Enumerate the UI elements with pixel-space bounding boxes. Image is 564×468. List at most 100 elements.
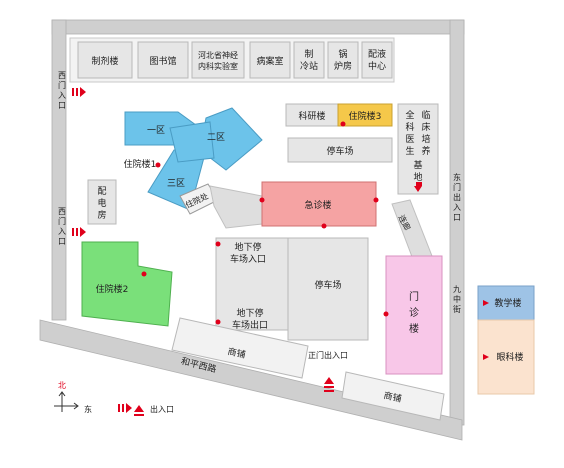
east-gate-label: 东 门 出 入 口 xyxy=(453,172,461,222)
svg-text:口: 口 xyxy=(453,213,461,222)
neuro-lab-building[interactable] xyxy=(191,41,245,79)
neuro-lab-label-1: 河北省神经 xyxy=(198,50,238,60)
svg-text:门: 门 xyxy=(453,182,461,192)
south-gate-label: 正门出入口 xyxy=(308,350,348,360)
svg-text:基: 基 xyxy=(413,159,422,171)
boiler-label-1: 锅 xyxy=(338,49,347,60)
emergency-building[interactable] xyxy=(261,181,377,227)
parking-main[interactable] xyxy=(287,237,369,341)
connector-walkway xyxy=(209,185,263,229)
svg-text:口: 口 xyxy=(58,101,66,110)
svg-text:入: 入 xyxy=(58,227,66,236)
legend-entrance-label: 出入口 xyxy=(150,404,174,414)
inpatient-1-entrance-icon xyxy=(155,162,161,168)
inpatient-2-building[interactable] xyxy=(81,241,173,327)
parking-top-label: 停车场 xyxy=(326,145,353,157)
under-entry-icon xyxy=(215,241,221,247)
boiler-label-2: 炉房 xyxy=(334,60,352,72)
svg-text:养: 养 xyxy=(421,145,430,157)
svg-text:床: 床 xyxy=(421,121,430,133)
shops-left-building[interactable] xyxy=(171,317,309,379)
campus-wall xyxy=(39,19,465,441)
svg-text:街: 街 xyxy=(453,304,461,314)
library-label: 图书馆 xyxy=(149,55,176,67)
emergency-entrance-right-icon xyxy=(373,197,379,203)
corridor-walkway[interactable] xyxy=(391,199,433,263)
ward-3-label: 三区 xyxy=(167,178,185,189)
emergency-entrance-left-icon xyxy=(259,197,265,203)
svg-text:房: 房 xyxy=(97,209,106,221)
svg-text:入: 入 xyxy=(453,203,461,212)
west-gate-bottom-arrow-icon xyxy=(72,227,86,237)
inpatient-3-building[interactable] xyxy=(337,103,393,127)
boiler-building[interactable] xyxy=(327,41,359,79)
svg-text:西: 西 xyxy=(58,71,66,80)
outpatient-label-2: 诊 xyxy=(409,306,419,319)
compass-north-label: 北 xyxy=(58,381,66,390)
pharmacy-label: 制剂楼 xyxy=(91,55,118,67)
svg-text:口: 口 xyxy=(58,237,66,246)
svg-text:门: 门 xyxy=(58,216,66,226)
gp-training-base-label: 全 科 医 生 临 床 培 养 基 地 xyxy=(405,109,430,183)
inpatient-1-building[interactable] xyxy=(124,107,263,211)
pharmacy-building[interactable] xyxy=(77,41,133,79)
infusion-center-building[interactable] xyxy=(361,41,393,79)
inpatient-2-entrance-icon xyxy=(141,271,147,277)
outpatient-entrance-icon xyxy=(383,311,389,317)
shops-right-building[interactable] xyxy=(341,371,445,421)
compass-icon xyxy=(54,391,79,412)
jiuzhong-street-label: 九 中 街 xyxy=(453,285,461,314)
cold-station-label-2: 冷站 xyxy=(300,60,318,72)
svg-text:九: 九 xyxy=(453,285,461,294)
ward-2-label: 二区 xyxy=(207,132,225,143)
inpatient-3-entrance-icon xyxy=(340,121,346,127)
eye-entrance-icon xyxy=(483,354,489,360)
eye-hospital-label: 眼科楼 xyxy=(496,351,523,363)
svg-text:门: 门 xyxy=(58,80,66,90)
compass-east-label: 东 xyxy=(84,404,92,414)
power-room-building[interactable] xyxy=(87,179,117,225)
svg-text:临: 临 xyxy=(421,109,430,121)
research-label: 科研楼 xyxy=(298,110,325,122)
neuro-lab-label-2: 内科实验室 xyxy=(198,61,238,71)
records-building[interactable] xyxy=(249,41,291,79)
svg-text:入: 入 xyxy=(58,91,66,100)
emergency-entrance-bottom-icon xyxy=(321,223,327,229)
map-legend: 北 东 出入口 xyxy=(54,381,174,416)
under-entry-label-2: 车场入口 xyxy=(230,253,266,265)
inpatient-3-label: 住院楼3 xyxy=(349,110,382,122)
svg-text:电: 电 xyxy=(97,197,106,209)
svg-text:科: 科 xyxy=(405,121,414,133)
cold-station-building[interactable] xyxy=(293,41,325,79)
west-gate-top-label: 西 门 入 口 xyxy=(58,71,66,110)
library-building[interactable] xyxy=(137,41,189,79)
under-exit-icon xyxy=(215,319,221,325)
emergency-label: 急诊楼 xyxy=(304,199,331,211)
outpatient-building[interactable] xyxy=(385,255,443,375)
shops-left-label: 商铺 xyxy=(227,345,247,360)
svg-text:医: 医 xyxy=(405,134,414,145)
svg-text:全: 全 xyxy=(405,109,414,121)
teaching-label: 教学楼 xyxy=(494,297,521,309)
ward-1-label: 一区 xyxy=(147,125,165,136)
under-exit-label-2: 车场出口 xyxy=(232,319,268,331)
inpatient-2-label: 住院楼2 xyxy=(96,283,129,295)
south-gate-arrow-icon xyxy=(324,377,334,392)
gp-training-base-building[interactable] xyxy=(397,103,439,195)
legend-entrance-icon xyxy=(118,403,144,416)
svg-text:培: 培 xyxy=(421,133,430,145)
under-entry-label-1: 地下停 xyxy=(234,241,261,253)
west-gate-top-arrow-icon xyxy=(72,87,86,97)
underground-parking-entry[interactable] xyxy=(215,237,289,331)
cold-station-label-1: 制 xyxy=(304,48,313,60)
east-gate-arrow-icon xyxy=(414,182,422,192)
svg-text:东: 东 xyxy=(453,172,461,182)
parking-main-label: 停车场 xyxy=(314,279,341,291)
svg-text:出: 出 xyxy=(453,192,461,202)
parking-top[interactable] xyxy=(287,137,393,163)
top-building-row: 制剂楼 图书馆 河北省神经 内科实验室 病案室 制 冷站 锅 炉房 配液 中心 xyxy=(69,37,395,83)
power-room-label: 配 电 房 xyxy=(97,186,106,221)
infusion-label-1: 配液 xyxy=(368,48,386,60)
west-gate-bottom-label: 西 门 入 口 xyxy=(58,207,66,246)
